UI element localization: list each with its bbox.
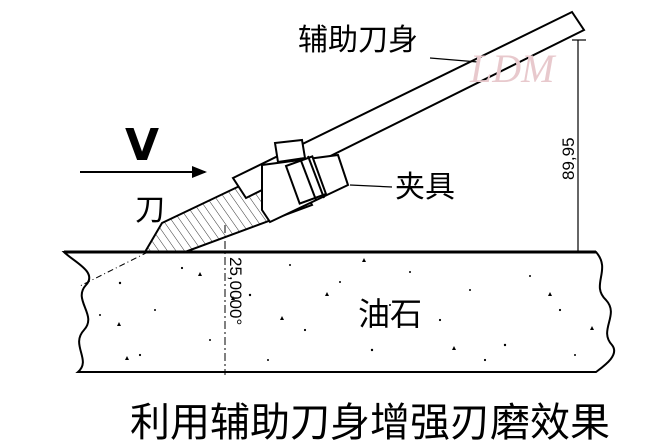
watermark-logo: LDM xyxy=(469,46,557,91)
aux-blade-label: 辅助刀身 xyxy=(298,23,418,58)
clamp-label: 夹具 xyxy=(395,170,455,205)
oilstone-texture xyxy=(99,258,594,362)
aux-blade-leader xyxy=(429,57,479,63)
velocity-label: V xyxy=(125,120,159,171)
auxiliary-blade-body xyxy=(231,10,586,200)
height-dimension xyxy=(572,39,586,252)
height-dimension-label: 89,95 xyxy=(559,137,578,180)
oilstone-body xyxy=(61,251,615,373)
clamp-leader xyxy=(349,184,393,188)
velocity-arrowhead xyxy=(192,166,207,178)
blade-label: 刀 xyxy=(135,193,165,228)
oilstone-label: 油石 xyxy=(358,295,422,333)
clamp xyxy=(261,138,350,224)
angle-dimension-label: 25,0000° xyxy=(226,257,245,325)
caption: 利用辅助刀身增强刃磨效果 xyxy=(130,400,610,446)
